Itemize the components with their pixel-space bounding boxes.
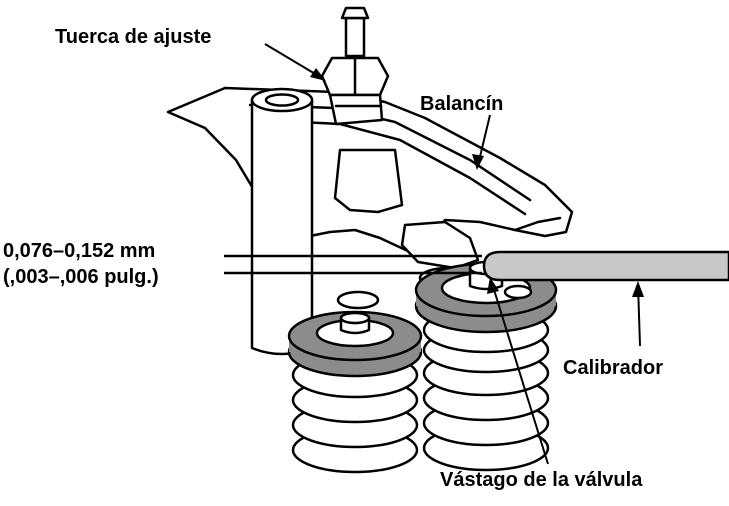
- rocker-arm-ridge-lower: [258, 118, 527, 216]
- base-boss-left: [336, 290, 380, 310]
- arrowhead-adjusting-nut: [310, 68, 326, 81]
- adjusting-nut-label: Tuerca de ajuste: [55, 26, 212, 48]
- left-valve-stem-top: [339, 311, 371, 325]
- nut-washer: [328, 93, 384, 126]
- clearance-mm-label: 0,076–0,152 mm: [3, 240, 156, 262]
- right-retainer-hole: [503, 284, 533, 300]
- rocker-pivot: [333, 148, 404, 214]
- feeler-gauge-label: Calibrador: [563, 357, 664, 379]
- arrowhead-feeler-gauge: [632, 281, 644, 297]
- push-rod-tube-bore: [264, 93, 300, 107]
- stud-top: [340, 6, 370, 20]
- arrowhead-valve-stem: [487, 277, 499, 294]
- stud-shaft: [344, 16, 366, 58]
- clearance-in-label: (,003–,006 pulg.): [3, 266, 159, 288]
- leader-adjusting-nut: [264, 43, 323, 79]
- push-rod-tube: [250, 98, 314, 356]
- feeler-gauge: [482, 250, 729, 282]
- rocker-arm-label: Balancín: [420, 93, 504, 115]
- arrowhead-rocker-arm: [472, 154, 484, 170]
- leader-valve-stem: [490, 279, 549, 465]
- rocker-arm-tip: [513, 216, 562, 232]
- rocker-arm-valve-end: [400, 220, 480, 270]
- valve-stem-label: Vástago de la válvula: [440, 469, 643, 491]
